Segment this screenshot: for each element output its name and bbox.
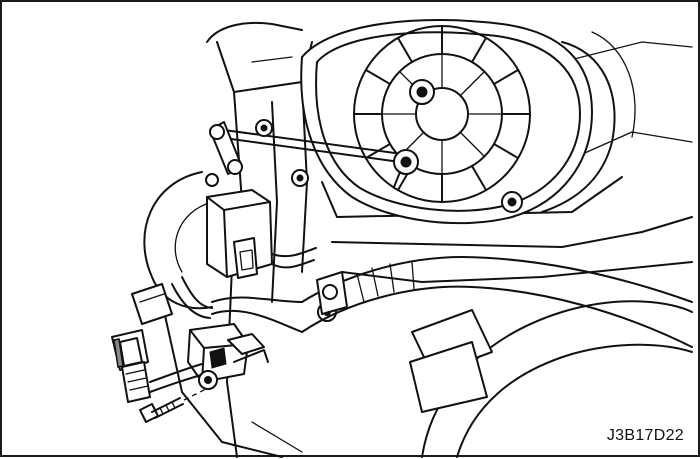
- motor-center-bolt: [409, 79, 435, 105]
- wiring-harness: [171, 247, 693, 348]
- connector-plug-upper: [131, 283, 173, 325]
- harness-clip: [316, 271, 348, 315]
- foreground-cover: [409, 300, 693, 458]
- figure-code-label: J3B17D22: [606, 427, 684, 444]
- actuator-lever: [209, 121, 243, 175]
- blower-motor: [300, 19, 636, 225]
- connector-plug-left: [111, 329, 151, 403]
- blower-resistor: [187, 323, 269, 383]
- actuator-module: [206, 189, 273, 279]
- linkage-rod: [223, 129, 419, 188]
- mounting-screw: [139, 370, 218, 423]
